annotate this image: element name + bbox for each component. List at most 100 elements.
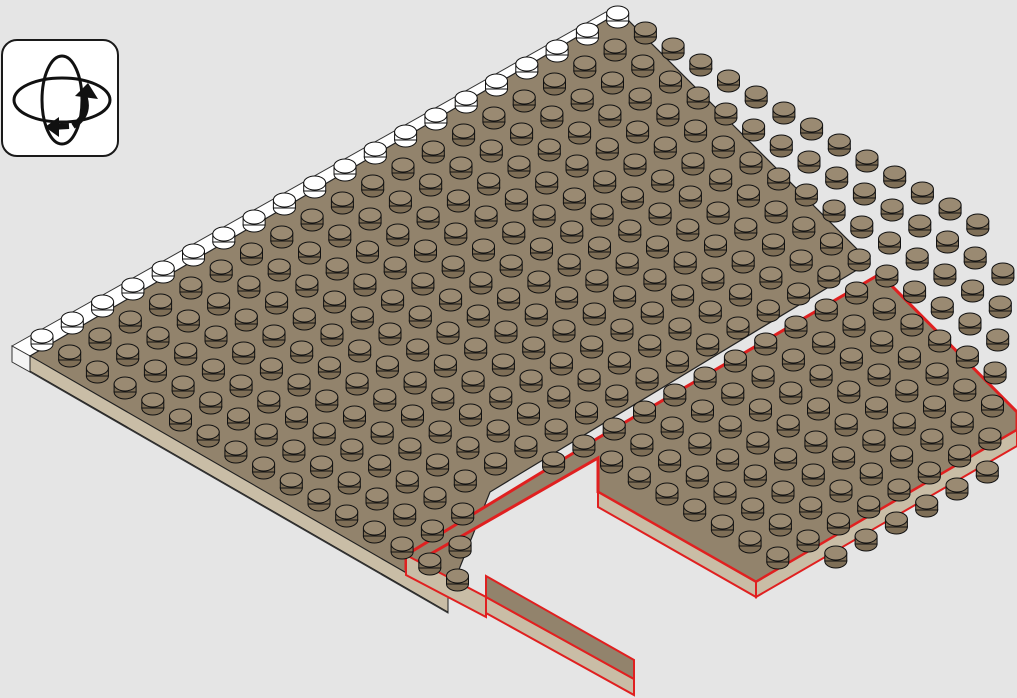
tan-stud	[818, 266, 840, 288]
tan-stud	[387, 224, 409, 246]
tan-stud	[773, 102, 795, 124]
tan-stud	[898, 347, 920, 369]
tan-stud	[379, 323, 401, 345]
tan-stud	[578, 369, 600, 391]
tan-stud	[429, 421, 451, 443]
tan-stud	[916, 495, 938, 517]
tan-stud	[505, 189, 527, 211]
tan-stud	[929, 330, 951, 352]
tan-stud	[838, 381, 860, 403]
tan-stud	[536, 172, 558, 194]
tan-stud	[419, 553, 441, 575]
tan-stud	[550, 353, 572, 375]
tan-stud	[263, 325, 285, 347]
tan-stud	[591, 204, 613, 226]
tan-stud	[241, 243, 263, 265]
tan-stud	[763, 234, 785, 256]
tan-stud	[714, 482, 736, 504]
tan-stud	[835, 414, 857, 436]
tan-stud	[979, 428, 1001, 450]
tan-stud	[525, 304, 547, 326]
tan-stud	[457, 437, 479, 459]
white-stud	[546, 40, 568, 62]
tan-stud	[427, 454, 449, 476]
tan-stud	[601, 451, 623, 473]
tan-stud	[266, 292, 288, 314]
tan-stud	[538, 139, 560, 161]
tan-stud	[674, 252, 696, 274]
tan-stud	[210, 260, 232, 282]
tan-stud	[684, 499, 706, 521]
tan-stud	[473, 239, 495, 261]
tan-stud	[858, 496, 880, 518]
tan-stud	[553, 320, 575, 342]
tan-stud	[712, 136, 734, 158]
tan-stud	[258, 391, 280, 413]
tan-stud	[752, 366, 774, 388]
tan-stud	[722, 383, 744, 405]
tan-stud	[346, 373, 368, 395]
tan-stud	[976, 461, 998, 483]
tan-stud	[769, 514, 791, 536]
tan-stud	[782, 349, 804, 371]
tan-stud	[636, 368, 658, 390]
tan-stud	[470, 272, 492, 294]
white-stud	[61, 312, 83, 334]
tan-stud	[745, 86, 767, 108]
tan-stud	[520, 370, 542, 392]
tan-stud	[301, 209, 323, 231]
tan-stud	[629, 88, 651, 110]
tan-stud	[523, 337, 545, 359]
tan-stud	[556, 287, 578, 309]
tan-stud	[283, 440, 305, 462]
tan-stud	[656, 483, 678, 505]
tan-stud	[924, 396, 946, 418]
tan-stud	[533, 205, 555, 227]
tan-stud	[255, 424, 277, 446]
tan-stud	[288, 374, 310, 396]
tan-stud	[308, 489, 330, 511]
tan-stud	[460, 404, 482, 426]
tan-stud	[851, 216, 873, 238]
tan-stud	[569, 122, 591, 144]
tan-stud	[742, 498, 764, 520]
tan-stud	[235, 309, 257, 331]
tan-stud	[86, 361, 108, 383]
tan-stud	[558, 254, 580, 276]
tan-stud	[868, 364, 890, 386]
tan-stud	[602, 72, 624, 94]
tan-stud	[434, 355, 456, 377]
tan-stud	[679, 186, 701, 208]
tan-stud	[389, 191, 411, 213]
tan-stud	[228, 408, 250, 430]
tan-stud	[147, 327, 169, 349]
tan-stud	[485, 453, 507, 475]
tan-stud	[710, 169, 732, 191]
tan-stud	[685, 120, 707, 142]
tan-stud	[664, 384, 686, 406]
tan-stud	[879, 232, 901, 254]
tan-stud	[833, 447, 855, 469]
tan-stud	[450, 157, 472, 179]
tan-stud	[324, 291, 346, 313]
tan-stud	[621, 187, 643, 209]
tan-stud	[589, 237, 611, 259]
tan-stud	[422, 141, 444, 163]
tan-stud	[311, 456, 333, 478]
tan-stud	[921, 429, 943, 451]
white-stud	[576, 23, 598, 45]
tan-stud	[689, 433, 711, 455]
tan-stud	[662, 38, 684, 60]
tan-stud	[649, 203, 671, 225]
tan-stud	[374, 389, 396, 411]
tan-stud	[432, 388, 454, 410]
tan-stud	[760, 267, 782, 289]
tan-stud	[747, 432, 769, 454]
tan-stud	[692, 400, 714, 422]
tan-stud	[719, 416, 741, 438]
tan-stud	[437, 322, 459, 344]
tan-stud	[739, 531, 761, 553]
tan-stud	[321, 324, 343, 346]
tan-stud	[338, 472, 360, 494]
tan-stud	[467, 305, 489, 327]
